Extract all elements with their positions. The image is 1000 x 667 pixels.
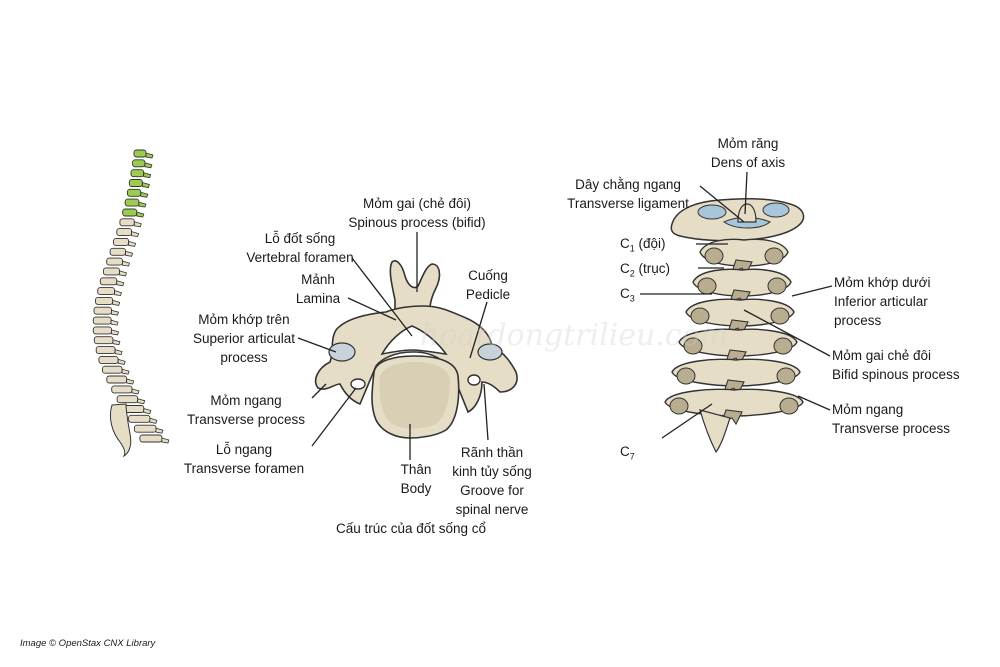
- label-inferior-articular-process: Mỏm khớp dưới Inferior articular process: [834, 275, 931, 328]
- vertebra-mark: [97, 287, 123, 297]
- label-c7: C7: [620, 444, 635, 462]
- c7-base-shape: [699, 409, 731, 454]
- vertebra-mark: [93, 306, 120, 316]
- cervical-vertebra-mark: [133, 149, 154, 159]
- cervical-vertebra-c5: [678, 328, 798, 366]
- label-vertebral-foramen: Lỗ đốt sống Vertebral foramen: [246, 231, 354, 265]
- leader-transverse-process-right: [797, 395, 831, 411]
- leader-lines: [297, 171, 833, 460]
- leader-c7: [661, 403, 713, 439]
- leader-transverse-ligament: [699, 185, 745, 223]
- leader-transverse-foramen: [311, 387, 357, 447]
- label-pedicle: Cuống Pedicle: [465, 268, 511, 302]
- label-lamina: Mảnh Lamina: [295, 272, 341, 306]
- vertebra-mark: [92, 326, 120, 336]
- cervical-column-posterior-view: [664, 198, 805, 454]
- vertebra-mark: [128, 414, 158, 424]
- label-spinous-process: Mỏm gai (chẻ đôi) Spinous process (bifid…: [348, 196, 486, 230]
- vertebral-foramen-shape: [380, 325, 448, 356]
- cervical-vertebra-c2: [699, 238, 789, 276]
- vertebra-mark: [111, 385, 140, 395]
- transverse-foramen-left-shape: [350, 378, 366, 390]
- cervical-vertebra-mark: [126, 188, 149, 198]
- vertebra-mark: [95, 296, 121, 306]
- image-credit: Image © OpenStax CNX Library: [20, 638, 156, 649]
- vertebra-mark: [109, 247, 134, 257]
- label-c1: C1 (đội): [620, 236, 666, 254]
- leader-superior-articular: [297, 337, 337, 353]
- vertebra-mark: [102, 365, 130, 375]
- cervical-vertebra-mark: [130, 169, 152, 179]
- vertebra-mark: [102, 267, 128, 277]
- vertebra-mark: [133, 424, 164, 434]
- leader-pedicle: [469, 301, 488, 359]
- label-transverse-foramen: Lỗ ngang Transverse foramen: [183, 442, 305, 476]
- label-bifid-spinous-process: Mỏm gai chẻ đôi Bifid spinous process: [832, 348, 960, 382]
- atlas-facet-left: [697, 204, 727, 220]
- transverse-foramen-right-shape: [467, 374, 481, 386]
- sacrum-shape: [109, 403, 132, 458]
- superior-articular-facet-left: [328, 342, 356, 362]
- figure-caption: Cấu trúc của đốt sống cổ: [335, 521, 487, 536]
- vertebra-mark: [98, 355, 126, 365]
- cervical-vertebra-mark: [128, 179, 150, 188]
- label-superior-articular-process: Mỏm khớp trên Superior articulat process: [192, 312, 296, 365]
- vertebral-arch-shape: [314, 305, 518, 414]
- transverse-ligament-shape: [723, 217, 771, 229]
- cervical-vertebra-c7: [664, 388, 804, 426]
- leader-inferior-articular: [791, 285, 833, 297]
- superior-articular-facet-right: [477, 343, 503, 361]
- cervical-vertebra-mark: [124, 198, 147, 208]
- vertebra-mark: [92, 316, 119, 326]
- vertebra-mark: [113, 237, 137, 247]
- label-groove-spinal-nerve: Rãnh thần kinh tủy sống Groove for spina…: [452, 445, 532, 517]
- vertebra-mark: [116, 228, 140, 238]
- vertebra-mark: [106, 257, 131, 267]
- label-transverse-process-right: Mỏm ngang Transverse process: [832, 402, 951, 436]
- dens-shape: [737, 203, 757, 223]
- leader-vertebral-foramen: [351, 257, 413, 337]
- label-transverse-ligament: Dây chằng ngang Transverse ligament: [567, 177, 689, 211]
- vertebra-mark: [99, 277, 125, 287]
- vertebra-mark: [93, 336, 121, 346]
- vertebra-mark: [139, 434, 170, 444]
- cervical-vertebra-mark: [132, 159, 153, 169]
- vertebral-column-illustration: [92, 149, 170, 458]
- spinous-process-shape: [389, 260, 441, 319]
- cervical-vertebra-mark: [122, 208, 145, 218]
- leader-bifid-spinous: [743, 309, 831, 357]
- vertebra-mark: [119, 218, 142, 228]
- cervical-vertebra-c3: [692, 268, 792, 306]
- label-transverse-process-left: Mỏm ngang Transverse process: [186, 393, 306, 427]
- cervical-vertebra-superior-view: [314, 260, 518, 439]
- vertebra-mark: [95, 346, 123, 356]
- leader-groove: [483, 383, 489, 441]
- leader-dens: [744, 171, 748, 215]
- vertebra-mark: [116, 395, 146, 405]
- atlas-facet-right: [762, 202, 790, 218]
- label-c3: C3: [620, 286, 635, 304]
- watermark-text: hoatdongtrilieu.com: [420, 318, 729, 353]
- leader-lamina: [347, 297, 397, 321]
- label-body: Thân Body: [400, 462, 432, 496]
- label-c2: C2 (trục): [620, 261, 671, 279]
- label-dens-of-axis: Mỏm răng Dens of axis: [710, 136, 786, 170]
- leader-transverse-process: [311, 383, 327, 399]
- cervical-vertebra-c6: [671, 358, 801, 396]
- vertebra-mark: [106, 375, 135, 385]
